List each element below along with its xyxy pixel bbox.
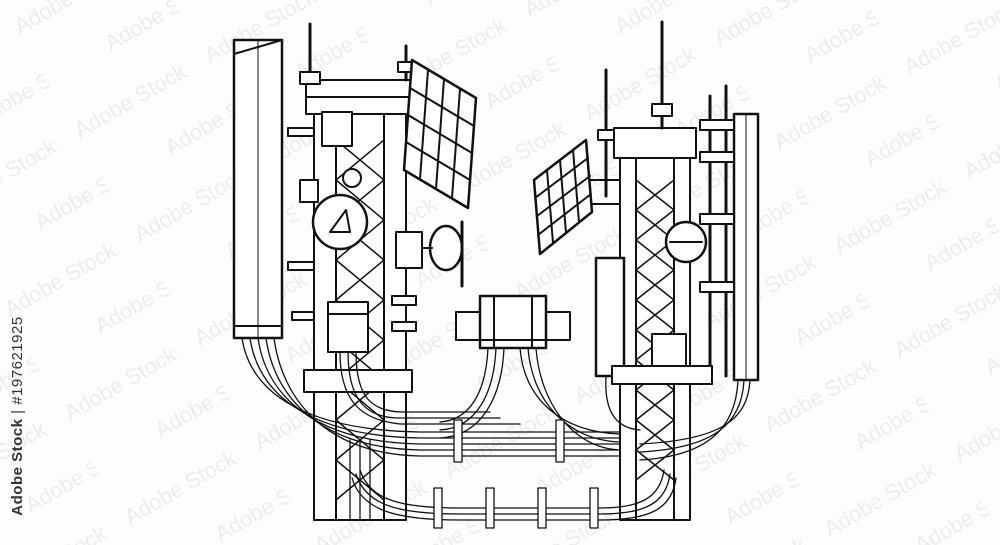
left-solar-panel xyxy=(402,58,478,210)
right-tower xyxy=(532,20,760,521)
left-tower xyxy=(232,22,478,521)
stock-separator: | xyxy=(9,404,26,419)
stock-id-label: Adobe Stock | #197621925 xyxy=(6,306,30,526)
stock-image-id: #197621925 xyxy=(9,316,26,405)
right-solar-panel xyxy=(532,138,621,256)
stock-brand: Adobe Stock xyxy=(9,418,26,516)
junction-box xyxy=(455,294,571,350)
cable-bundles xyxy=(241,337,751,529)
